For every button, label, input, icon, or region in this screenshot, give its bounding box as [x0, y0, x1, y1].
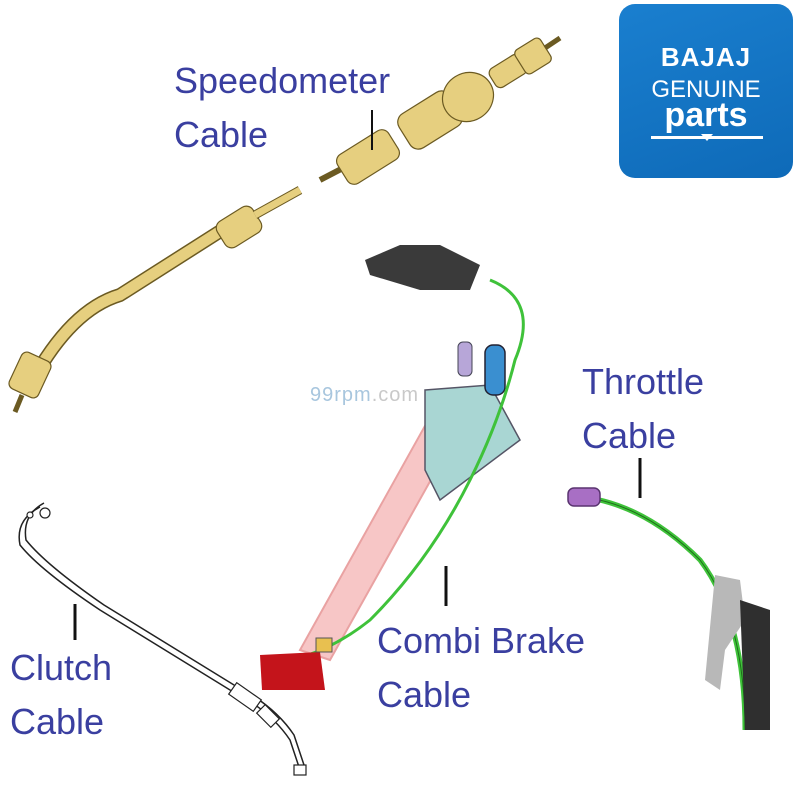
- clutch-label-line2: Cable: [10, 701, 105, 742]
- logo-genuine: GENUINE: [651, 76, 761, 103]
- clutch-cable-label: Clutch Cable: [10, 641, 112, 749]
- watermark-part3: .com: [371, 384, 420, 406]
- speedometer-label-line1: Speedometer: [174, 60, 391, 101]
- speedometer-label-line2: Cable: [174, 114, 269, 155]
- throttle-label-line2: Cable: [582, 415, 677, 456]
- combi-brake-cable-label: Combi Brake Cable: [377, 614, 585, 722]
- throttle-cable: [567, 458, 770, 731]
- combi-brake-assembly: [260, 245, 525, 690]
- clutch-cable: [18, 502, 307, 776]
- bajaj-genuine-parts-logo: BAJAJ GENUINE parts: [619, 4, 793, 178]
- watermark: 99rpm.com: [310, 384, 419, 407]
- watermark-part2: rpm: [334, 384, 372, 406]
- throttle-label-line1: Throttle: [582, 361, 705, 402]
- logo-parts: parts: [664, 96, 748, 134]
- throttle-cable-label: Throttle Cable: [582, 355, 704, 463]
- speedometer-cable-label: Speedometer Cable: [174, 54, 390, 162]
- logo-brand: BAJAJ: [660, 42, 752, 72]
- speedometer-cable: [8, 35, 562, 413]
- clutch-label-line1: Clutch: [10, 647, 113, 688]
- watermark-part1: 99: [310, 384, 335, 406]
- logo-arrow-icon: [701, 134, 713, 141]
- combi-brake-label-line2: Cable: [377, 674, 472, 715]
- combi-brake-label-line1: Combi Brake: [377, 620, 586, 661]
